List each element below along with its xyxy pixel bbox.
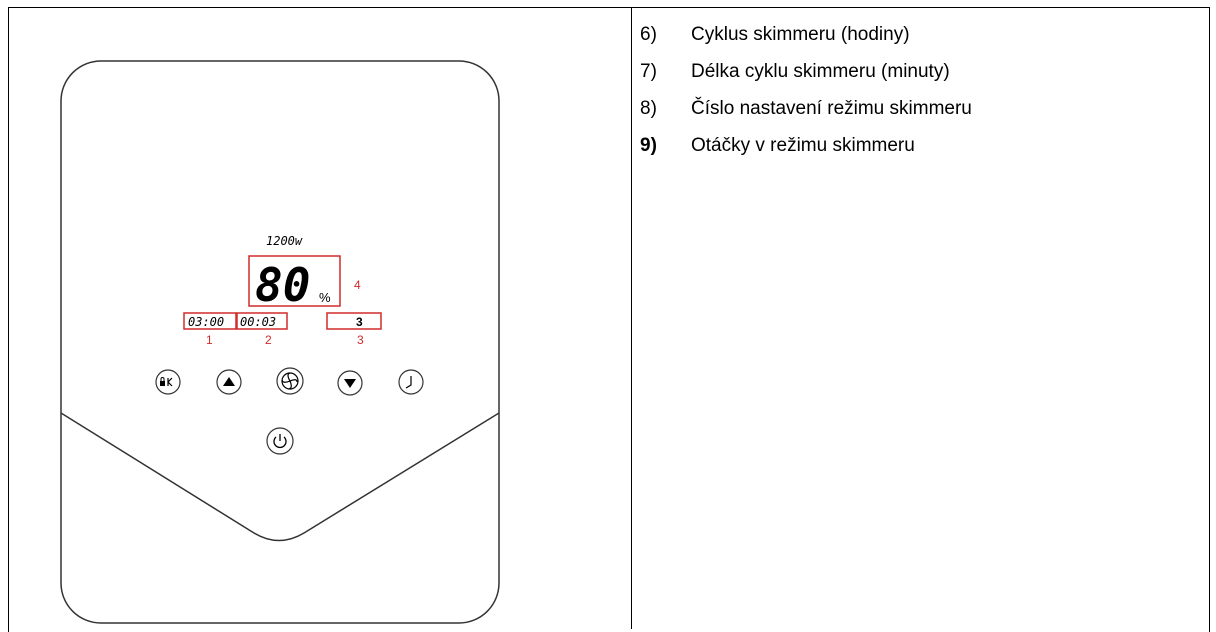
- legend-text: Otáčky v režimu skimmeru: [691, 135, 915, 156]
- marker-3: 3: [357, 333, 364, 347]
- legend-number: 7): [640, 61, 657, 82]
- mode-number: 3: [356, 315, 363, 329]
- timer-duration-box: [236, 312, 288, 330]
- clock-button[interactable]: [398, 369, 424, 395]
- fan-icon: [281, 372, 299, 390]
- table-frame: [8, 7, 1210, 632]
- panel-illustration-cell: 1200w 80 % 03:00 00:03 3 1 2 3 4: [9, 8, 631, 629]
- legend-number: 6): [640, 24, 657, 45]
- legend-item: 6) Cyklus skimmeru (hodiny): [640, 24, 972, 61]
- arrow-down-button[interactable]: [337, 370, 363, 396]
- legend-item: 8) Číslo nastavení režimu skimmeru: [640, 98, 972, 135]
- device-outline: [60, 60, 500, 624]
- legend-number: 9): [640, 135, 657, 156]
- marker-1: 1: [206, 333, 213, 347]
- legend-text: Délka cyklu skimmeru (minuty): [691, 61, 950, 82]
- timer-cycle: 03:00: [188, 315, 224, 329]
- timer-cycle-box: [183, 312, 237, 330]
- device-lower-curve: [60, 412, 500, 542]
- legend-list: 6) Cyklus skimmeru (hodiny) 7) Délka cyk…: [640, 24, 972, 172]
- speed-highlight-box: [248, 255, 341, 307]
- arrow-up-button[interactable]: [216, 369, 242, 395]
- speed-unit: %: [319, 290, 331, 305]
- power-readout: 1200w: [266, 234, 303, 248]
- marker-2: 2: [265, 333, 272, 347]
- legend-text: Číslo nastavení režimu skimmeru: [691, 98, 972, 119]
- timer-duration: 00:03: [240, 315, 276, 329]
- arrow-up-icon: [223, 377, 235, 386]
- fan-button[interactable]: [276, 367, 304, 395]
- legend-number: 8): [640, 98, 657, 119]
- marker-4: 4: [354, 278, 361, 292]
- speed-value: 80: [255, 258, 310, 312]
- power-button[interactable]: [266, 427, 294, 455]
- column-divider: [631, 7, 632, 629]
- control-panel-illustration: 1200w 80 % 03:00 00:03 3 1 2 3 4: [60, 60, 500, 624]
- legend-text: Cyklus skimmeru (hodiny): [691, 24, 910, 45]
- lock-icon: [160, 377, 173, 387]
- clock-icon: [405, 376, 412, 389]
- legend-item: 9) Otáčky v režimu skimmeru: [640, 135, 972, 172]
- legend-item: 7) Délka cyklu skimmeru (minuty): [640, 61, 972, 98]
- mode-number-box: [326, 312, 382, 330]
- lock-button[interactable]: [155, 369, 181, 395]
- power-icon: [273, 434, 287, 449]
- arrow-down-icon: [344, 379, 356, 388]
